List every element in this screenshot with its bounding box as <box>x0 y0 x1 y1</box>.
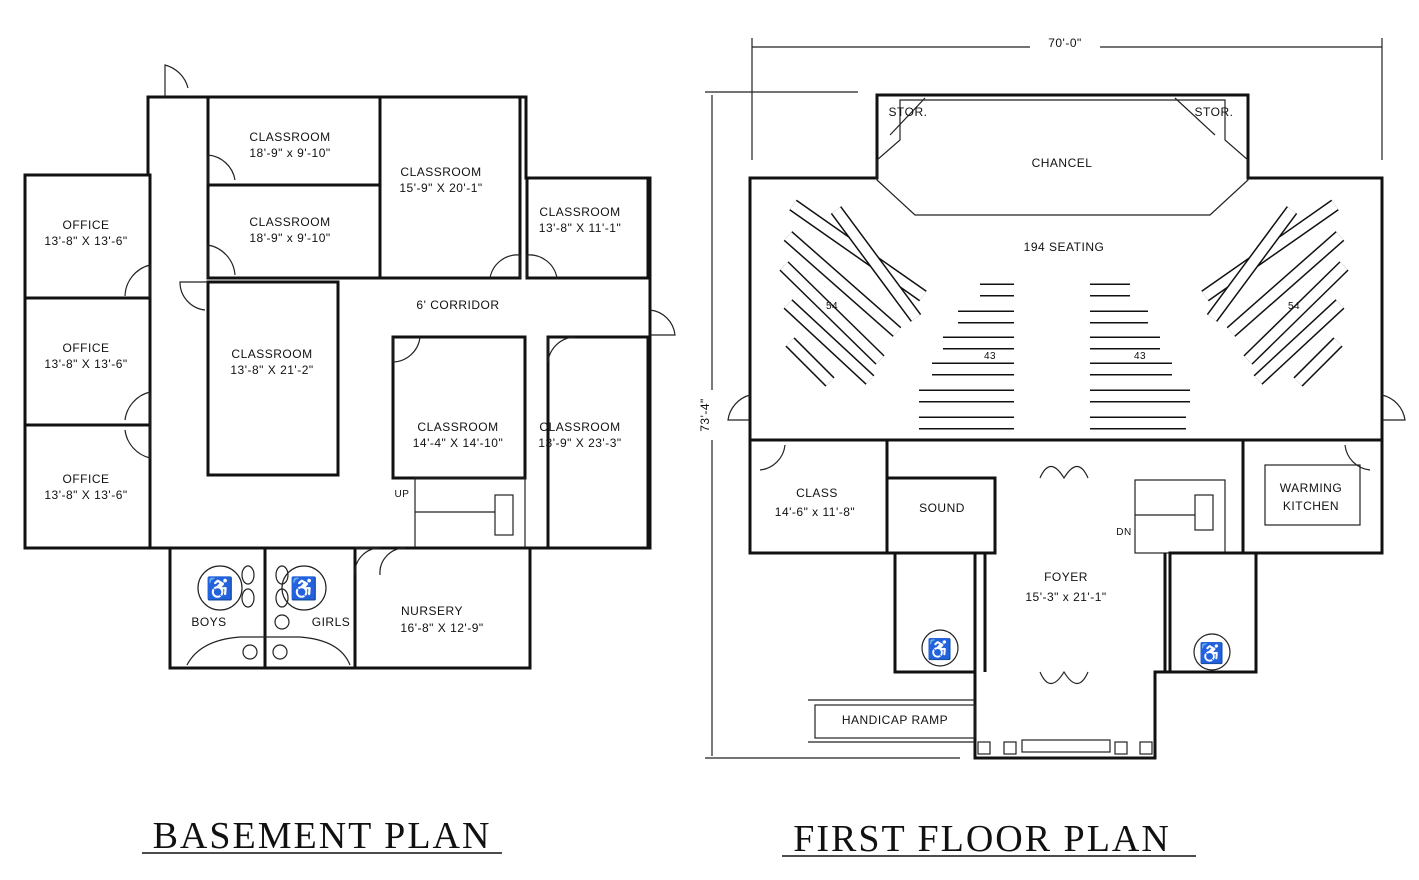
room-name: CLASSROOM <box>231 347 312 361</box>
first-floor-stair <box>1134 479 1226 554</box>
svg-text:♿: ♿ <box>1199 641 1224 665</box>
wheelchair-icon: ♿ <box>281 565 327 611</box>
porch <box>977 739 1153 755</box>
room-name: CLASS <box>796 486 838 500</box>
room-name: CLASSROOM <box>417 420 498 434</box>
pew <box>786 338 834 386</box>
seat-count: 54 <box>1288 301 1300 312</box>
room-size: 13'-8" X 13'-6" <box>44 234 127 248</box>
door-swing <box>164 64 189 97</box>
girls-label: GIRLS <box>312 615 351 629</box>
sound-label: SOUND <box>919 501 965 515</box>
room-size: 18'-9" x 9'-10" <box>249 146 330 160</box>
room-classroom-3 <box>378 95 522 280</box>
corridor-label: 6' CORRIDOR <box>416 298 499 312</box>
wheelchair-icon: ♿ <box>1193 633 1231 671</box>
storage-label: STOR. <box>889 105 928 119</box>
wheelchair-icon: ♿ <box>197 565 243 611</box>
handicap-ramp <box>808 699 976 743</box>
room-name: OFFICE <box>63 341 110 355</box>
first-floor-labels: STOR. STOR. CHANCEL 194 SEATING 54 43 43… <box>775 105 1342 727</box>
first-floor-outline <box>748 93 1384 760</box>
svg-text:♿: ♿ <box>927 637 952 661</box>
room-name: OFFICE <box>63 218 110 232</box>
dimension-lines: 70'-0" 73'-4" <box>698 36 1383 759</box>
room-size: 13'-9" X 23'-3" <box>538 436 621 450</box>
room-size: 13'-8" X 13'-6" <box>44 357 127 371</box>
room-name: NURSERY <box>401 604 463 618</box>
room-classroom-5 <box>206 280 340 477</box>
restroom-right <box>1168 551 1258 674</box>
room-name: CLASSROOM <box>539 420 620 434</box>
room-office-3 <box>23 423 152 550</box>
first-floor-title: FIRST FLOOR PLAN <box>793 818 1171 860</box>
depth-dimension: 73'-4" <box>698 398 712 432</box>
basement-plan: ♿ ♿ CLASSROOM 18'-9" x 9'-10" CLASSROOM … <box>23 64 676 857</box>
room-size: 14'-6" x 11'-8" <box>775 505 855 519</box>
room-size: 15'-3" x 21'-1" <box>1025 590 1106 604</box>
ramp-label: HANDICAP RAMP <box>842 713 948 727</box>
room-name: CLASSROOM <box>400 165 481 179</box>
toilet-fixtures <box>186 565 351 666</box>
room-sound <box>885 476 997 555</box>
room-name: CLASSROOM <box>539 205 620 219</box>
pew <box>1254 300 1344 384</box>
room-size: 18'-9" x 9'-10" <box>249 231 330 245</box>
room-name: CLASSROOM <box>249 130 330 144</box>
kitchen-label: KITCHEN <box>1283 499 1339 513</box>
room-size: 13'-8" X 21'-2" <box>230 363 313 377</box>
room-name: FOYER <box>1044 570 1088 584</box>
room-size: 15'-9" X 20'-1" <box>399 181 482 195</box>
pews <box>779 199 1349 430</box>
svg-text:♿: ♿ <box>206 576 234 601</box>
seat-count: 43 <box>984 351 996 362</box>
room-classroom-7 <box>546 335 650 550</box>
pew <box>1207 207 1297 321</box>
boys-label: BOYS <box>191 615 226 629</box>
svg-text:♿: ♿ <box>290 576 318 601</box>
storage-label: STOR. <box>1195 105 1234 119</box>
room-classroom-4 <box>525 176 650 280</box>
room-size: 13'-8" X 13'-6" <box>44 488 127 502</box>
room-labels: CLASSROOM 18'-9" x 9'-10" CLASSROOM 18'-… <box>44 130 621 635</box>
room-restrooms <box>168 546 357 670</box>
width-dimension: 70'-0" <box>1048 36 1082 50</box>
stair-label: DN <box>1116 527 1131 538</box>
pew <box>780 262 884 364</box>
pew <box>1244 262 1348 364</box>
seat-count: 54 <box>826 301 838 312</box>
room-size: 13'-8" X 11'-1" <box>539 221 621 235</box>
pew <box>831 207 921 321</box>
room-nursery <box>353 546 532 670</box>
room-name: OFFICE <box>63 472 110 486</box>
chancel-label: CHANCEL <box>1032 156 1093 170</box>
pew <box>1227 232 1344 336</box>
kitchen-label: WARMING <box>1280 481 1342 495</box>
pew <box>784 232 901 336</box>
wheelchair-icon: ♿ <box>921 629 959 667</box>
stair-label: UP <box>395 489 410 500</box>
seating-label: 194 SEATING <box>1024 240 1105 254</box>
seat-count: 43 <box>1134 351 1146 362</box>
restroom-left <box>893 551 977 674</box>
room-name: CLASSROOM <box>249 215 330 229</box>
basement-stair <box>414 477 526 549</box>
pew <box>1294 338 1342 386</box>
chancel-platform <box>876 99 1249 216</box>
room-classroom-6 <box>391 335 527 480</box>
pew <box>784 300 874 384</box>
room-size: 16'-8" X 12'-9" <box>400 621 483 635</box>
room-kitchen-wing <box>1241 438 1384 555</box>
room-size: 14'-4" X 14'-10" <box>413 436 503 450</box>
first-floor-plan: 70'-0" 73'-4" ♿ ♿ <box>698 36 1406 860</box>
basement-title: BASEMENT PLAN <box>153 815 492 857</box>
warming-kitchen <box>1264 464 1361 526</box>
